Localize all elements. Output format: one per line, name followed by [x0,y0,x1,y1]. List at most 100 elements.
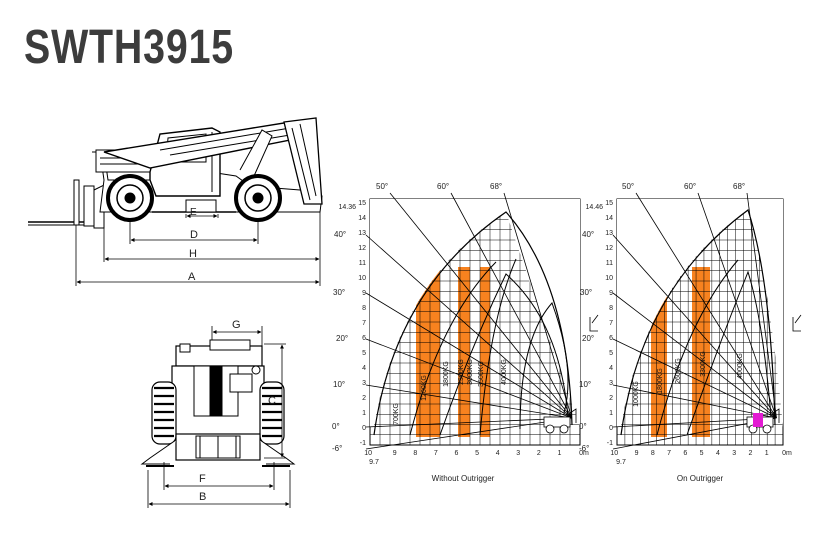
y-tick-label: -1 [607,440,613,447]
dim-label-b: B [199,491,206,503]
x-tick-label: 2 [537,450,541,457]
x-tick-label: 8 [651,450,655,457]
x-tick-label: 1 [765,450,769,457]
y-tick-label: 15 [358,200,366,207]
angle-ray [612,384,777,419]
y-tick-label: 5 [362,350,366,357]
capacity-label: 1200KG [421,375,428,401]
y-tick-label: 14 [605,215,613,222]
capacity-label: 4000KG [737,353,744,379]
angle-label: 68° [490,182,502,191]
x-tick-label: 0m [579,450,589,457]
angle-ray [450,192,573,419]
x-tick-label: 4 [716,450,720,457]
capacity-label: 1800KG [657,368,664,394]
dim-label-f: F [199,473,206,485]
y-tick-label: 11 [606,260,613,267]
capacity-label: 2600KG [675,358,682,384]
x-tick-label: 10 [364,450,372,457]
dim-label-g: G [232,319,241,331]
angle-label: 10° [333,380,345,389]
x-tick-label: 6 [683,450,687,457]
machine-silhouette [746,314,802,434]
angle-ray [503,192,573,419]
angle-label: 10° [579,380,591,389]
angle-label: 68° [733,182,745,191]
capacity-label: 1000KG [633,381,640,407]
angle-ray [365,234,573,419]
capacity-label: 4000KG [501,359,508,385]
angle-label: -6° [579,444,589,453]
y-tick-label: -1 [360,440,366,447]
x-tick-label: 10 [610,450,618,457]
machine-silhouette [543,314,599,434]
capacity-label: 2500KG [458,359,465,385]
angle-label: 60° [684,182,696,191]
x-tick-label: 8 [413,450,417,457]
capacity-label: 3000KG [467,359,474,385]
max-height-label: 14.36 [338,204,356,211]
capacity-band [692,267,710,437]
capacity-label: 3300KG [700,351,707,377]
y-tick-label: 4 [362,365,366,372]
y-tick-label: 4 [609,365,613,372]
y-tick-label: 0 [609,425,613,432]
chart-caption: On Outrigger [677,474,724,483]
y-tick-label: 2 [609,395,613,402]
y-tick-label: 9 [609,290,613,297]
x-tick-label: 7 [667,450,671,457]
side-view-dimensions [75,212,321,286]
angle-ray [389,192,573,419]
x-tick-label: 5 [700,450,704,457]
y-tick-label: 8 [609,305,613,312]
x-extra-label: 9.7 [369,459,379,466]
angle-ray [365,338,572,419]
max-height-label: 14.46 [585,204,603,211]
chart-caption: Without Outrigger [432,474,495,483]
angle-rays [612,192,777,450]
y-tick-label: 12 [605,245,613,252]
x-extra-label: 9.7 [616,459,626,466]
angle-label: 20° [582,334,594,343]
y-tick-label: 0 [362,425,366,432]
x-tick-label: 5 [475,450,479,457]
x-tick-label: 2 [748,450,752,457]
x-tick-label: 4 [496,450,500,457]
front-view-dimensions [147,326,291,508]
angle-label: 20° [336,334,348,343]
angle-ray [635,192,777,419]
x-tick-label: 1 [557,450,561,457]
y-tick-label: 11 [359,260,366,267]
dim-label-c: C [268,395,276,407]
reach-envelope [370,199,580,436]
y-tick-label: 6 [609,335,613,342]
angle-label: 40° [582,230,594,239]
angle-label: 50° [376,182,388,191]
y-tick-label: 15 [605,200,613,207]
side-view-drawing [28,117,323,229]
capacity-label: 1800KG [443,361,450,387]
load-chart-on-outrigger: 68°60°50°40°30°20°10°0°-6°15141312111098… [579,182,802,483]
angle-label: 0° [579,422,587,431]
angle-ray [365,417,572,428]
angle-label: 30° [580,288,592,297]
y-tick-label: 13 [358,230,366,237]
x-tick-label: 9 [635,450,639,457]
dim-label-a: A [188,271,196,283]
angle-ray [365,384,572,419]
y-tick-label: 2 [362,395,366,402]
angle-ray [697,192,777,419]
y-tick-label: 12 [358,245,366,252]
angle-ray [612,338,777,419]
x-tick-label: 6 [455,450,459,457]
angle-label: 40° [334,230,346,239]
dim-label-h: H [189,248,197,260]
angle-ray [746,192,777,419]
y-tick-label: 7 [609,320,613,327]
angle-ray [365,417,572,450]
angle-rays [365,192,573,450]
x-tick-label: 9 [393,450,397,457]
angle-label: 30° [333,288,345,297]
fork-attachment [792,314,802,332]
